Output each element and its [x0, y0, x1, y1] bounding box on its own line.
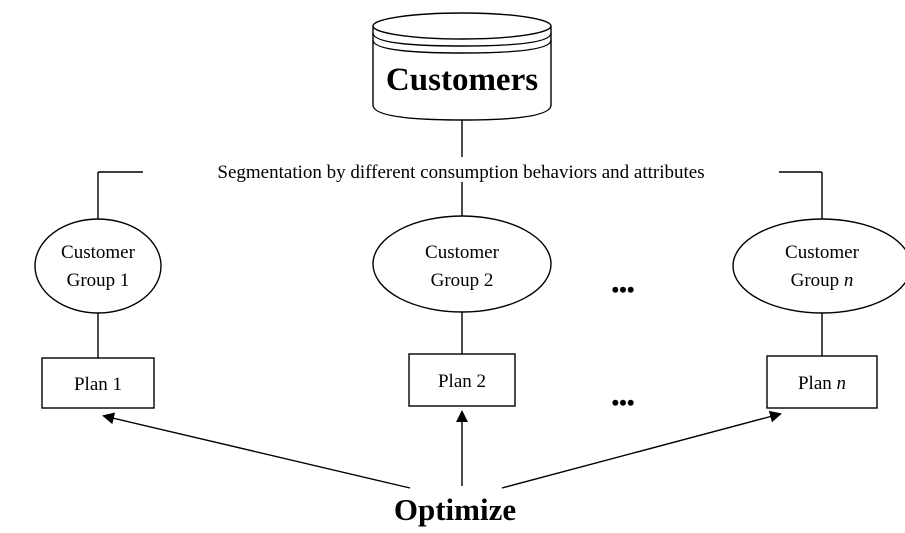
plan-2: Plan 2	[408, 353, 516, 407]
customer-group-n: Customer Group n	[732, 218, 905, 314]
plan-1-label: Plan 1	[74, 374, 122, 395]
plan-ellipsis: •••	[611, 390, 634, 415]
plan-2-label: Plan 2	[438, 371, 486, 392]
group-1-line1: Customer	[61, 242, 136, 263]
optimize-label: Optimize	[394, 492, 516, 527]
customer-group-1: Customer Group 1	[34, 218, 162, 314]
plan-n-label: Plan n	[798, 373, 846, 394]
group-n-line1: Customer	[785, 242, 860, 263]
group-ellipsis: •••	[611, 277, 634, 302]
database-label: Customers	[386, 62, 538, 98]
group-1-line2: Group 1	[67, 270, 130, 291]
customers-database: Customers	[372, 12, 552, 121]
group-n-line2: Group n	[791, 270, 854, 291]
customer-group-2: Customer Group 2	[372, 215, 552, 313]
group-2-line1: Customer	[425, 242, 500, 263]
group-2-line2: Group 2	[431, 270, 494, 291]
plan-n: Plan n	[766, 355, 878, 409]
segmentation-connector: Segmentation by different consumption be…	[97, 120, 823, 220]
segmentation-label: Segmentation by different consumption be…	[217, 162, 704, 183]
optimize-arrows	[102, 410, 782, 489]
plan-1: Plan 1	[41, 357, 155, 409]
